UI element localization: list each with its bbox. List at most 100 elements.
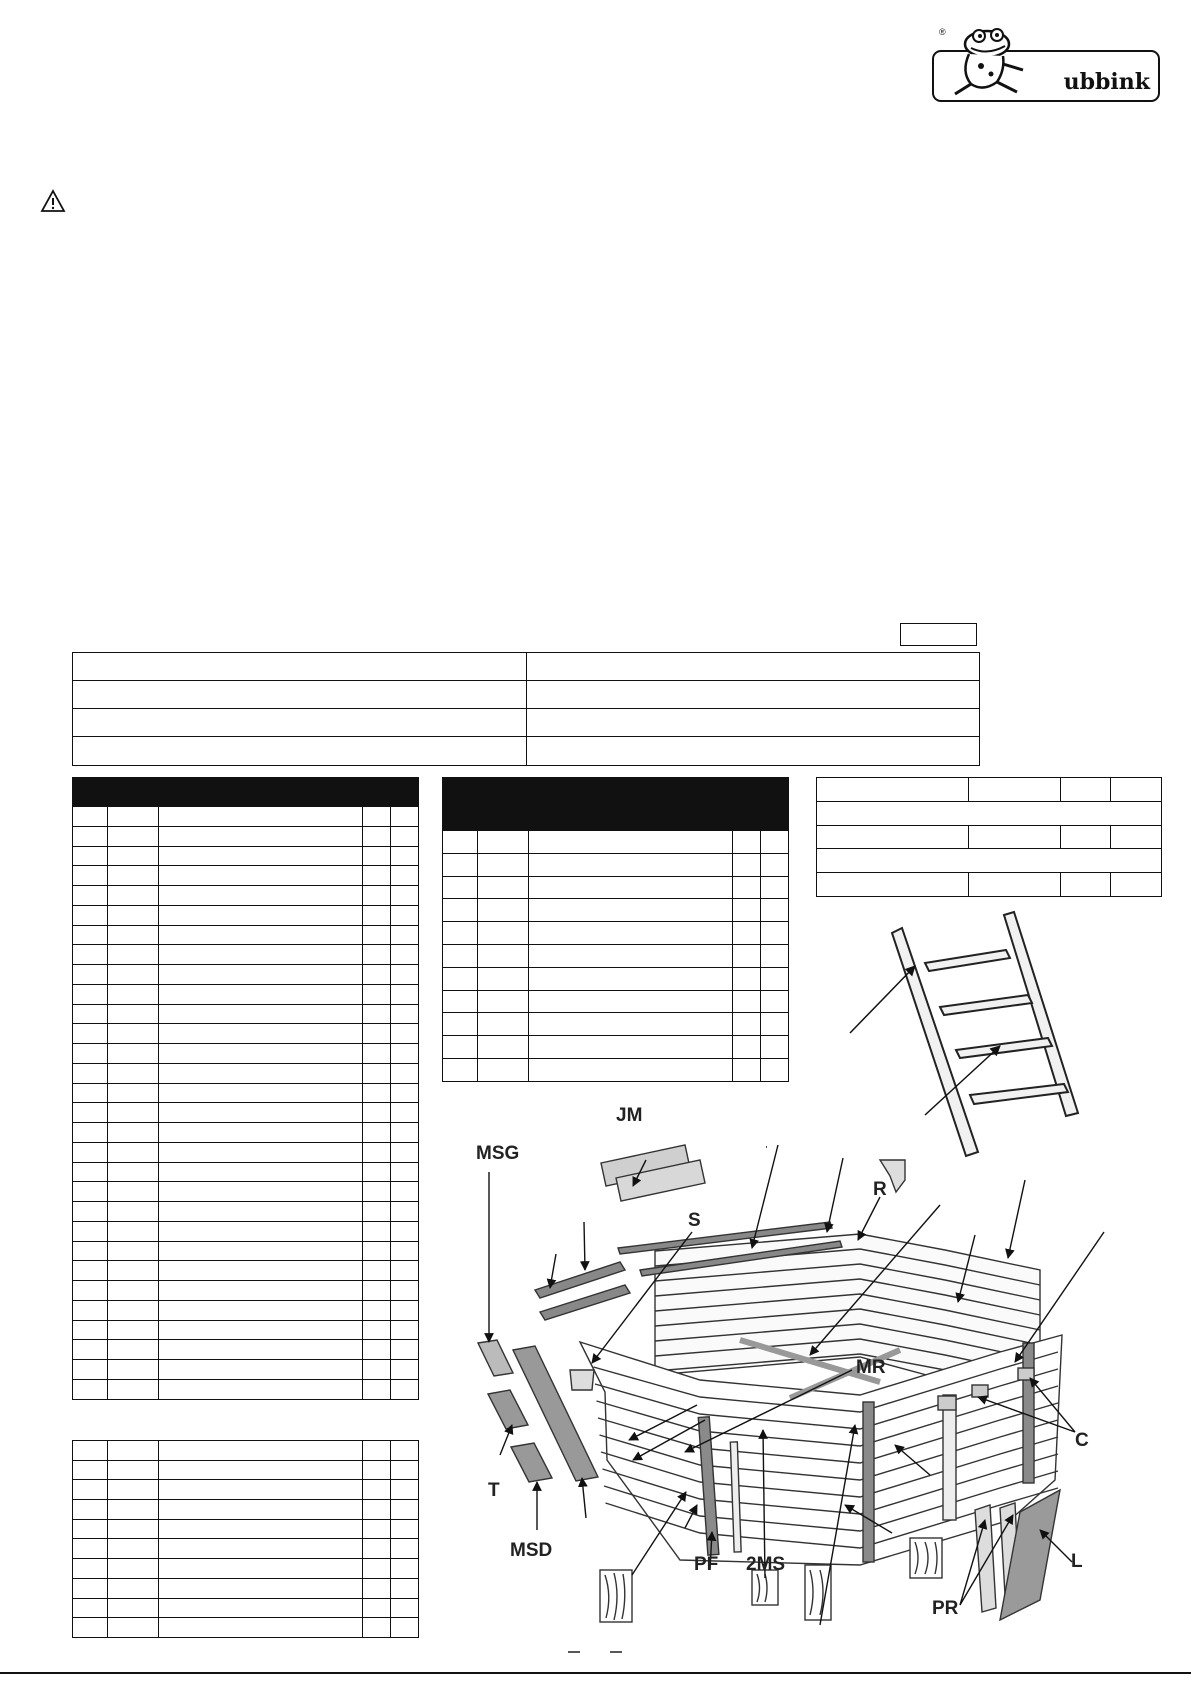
- table-cell: [760, 875, 789, 900]
- table-cell: [760, 943, 789, 968]
- table-row: [72, 1102, 419, 1123]
- label-s: S: [688, 1210, 701, 1231]
- table-cell: [816, 824, 969, 850]
- table-header-row: [442, 777, 789, 831]
- ladder-drawing: [890, 910, 1080, 1158]
- header-cell: [158, 777, 363, 807]
- wall-plank: [597, 1402, 1059, 1464]
- table-cell: [1059, 872, 1112, 897]
- table-row: [816, 777, 1162, 802]
- wall-plank: [654, 1308, 1041, 1346]
- table-row: [72, 1161, 419, 1183]
- info-cell: [527, 653, 979, 681]
- table-cell: [816, 848, 1162, 874]
- table-cell: [760, 830, 789, 854]
- table-row: [442, 966, 789, 991]
- table-row: [442, 875, 789, 900]
- wall-plank: [593, 1351, 1059, 1413]
- label-2ms: 2MS: [746, 1554, 785, 1575]
- table-row: [72, 1141, 419, 1163]
- table-cell: [760, 1057, 789, 1082]
- wall-plank: [654, 1293, 1041, 1331]
- frog-icon: [954, 28, 1024, 96]
- table-row: [72, 1597, 419, 1619]
- table-row: [72, 904, 419, 926]
- table-cell: [816, 777, 969, 802]
- table-row: [72, 825, 419, 847]
- wall-plank: [603, 1470, 1059, 1532]
- table-cell: [967, 824, 1061, 850]
- brand-logo: ubbink: [932, 50, 1160, 102]
- wall-plank: [605, 1487, 1059, 1549]
- header-cell: [760, 777, 789, 831]
- table-row: [72, 1122, 419, 1143]
- table-cell: [760, 989, 789, 1014]
- table-header-row: [72, 777, 419, 807]
- table-row: [72, 1558, 419, 1579]
- label-c: C: [1075, 1430, 1089, 1451]
- table-row: [72, 1062, 419, 1084]
- table-row: [72, 806, 419, 827]
- table-row: [442, 989, 789, 1014]
- registered-mark: ®: [939, 27, 946, 37]
- table-row: [816, 848, 1162, 874]
- table-cell: [967, 872, 1061, 897]
- table-cell: [1059, 824, 1112, 850]
- header-cell: [477, 777, 529, 831]
- wall-plank: [600, 1436, 1059, 1498]
- table-row: [442, 898, 789, 923]
- table-row: [72, 1003, 419, 1025]
- parts-table-right: [816, 777, 1162, 897]
- table-row: [816, 824, 1162, 850]
- label-pr: PR: [932, 1598, 959, 1619]
- parts-table-main: [72, 777, 419, 1400]
- wall-plank: [654, 1263, 1041, 1301]
- table-row: [816, 800, 1162, 826]
- table-row: [442, 921, 789, 945]
- info-grid: [72, 652, 980, 766]
- table-row: [72, 1617, 419, 1638]
- header-cell: [442, 777, 478, 831]
- table-row: [72, 885, 419, 906]
- table-cell: [816, 872, 969, 897]
- table-cell: [1110, 777, 1162, 802]
- reference-box: [900, 623, 977, 646]
- header-cell: [390, 777, 419, 807]
- info-cell: [527, 709, 979, 737]
- parts-table-lower: [72, 1440, 419, 1638]
- table-row: [72, 1378, 419, 1400]
- label-msd: MSD: [510, 1540, 552, 1561]
- table-cell: [967, 777, 1061, 802]
- info-cell: [73, 681, 527, 709]
- table-cell: [760, 898, 789, 923]
- header-cell: [732, 777, 761, 831]
- table-cell: [1110, 872, 1162, 897]
- table-cell: [390, 1617, 419, 1638]
- warning-triangle-icon: [40, 189, 66, 212]
- table-row: [72, 1518, 419, 1540]
- table-row: [72, 1319, 419, 1341]
- table-row: [442, 1057, 789, 1082]
- table-row: [72, 1201, 419, 1222]
- wall-plank: [654, 1278, 1041, 1316]
- wall-plank: [599, 1419, 1059, 1481]
- table-row: [72, 1538, 419, 1560]
- header-cell: [528, 777, 733, 831]
- brand-name: ubbink: [1063, 69, 1150, 95]
- label-msg: MSG: [476, 1143, 519, 1164]
- label-l: L: [1071, 1551, 1083, 1572]
- label-jm: JM: [616, 1105, 642, 1126]
- wall-plank: [654, 1323, 1041, 1361]
- table-row: [442, 852, 789, 877]
- table-row: [72, 1459, 419, 1481]
- pool-drawing: [476, 1144, 1063, 1623]
- table-row: [442, 830, 789, 854]
- table-row: [72, 964, 419, 985]
- table-row: [72, 983, 419, 1005]
- label-t: T: [488, 1480, 500, 1501]
- header-cell: [107, 777, 159, 807]
- parts-table-middle: [442, 777, 789, 1082]
- label-r: R: [873, 1179, 887, 1200]
- table-cell: [760, 966, 789, 991]
